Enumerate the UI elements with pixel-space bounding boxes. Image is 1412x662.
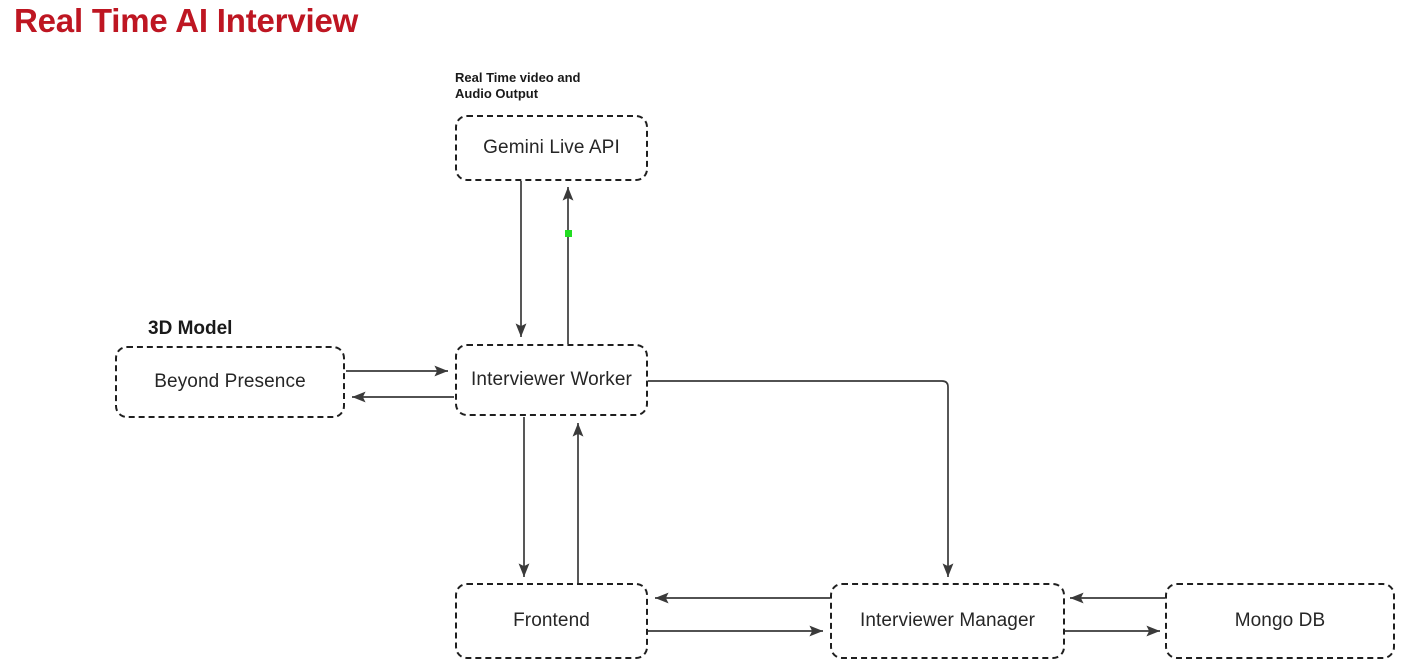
node-frontend[interactable]: Frontend bbox=[455, 583, 648, 659]
node-gemini-live-api[interactable]: Gemini Live API bbox=[455, 115, 648, 181]
green-status-marker bbox=[565, 230, 572, 237]
edge-worker-to-manager bbox=[648, 380, 954, 577]
caption-real-time-video-audio-output: Real Time video and Audio Output bbox=[455, 70, 581, 102]
node-mongo-db[interactable]: Mongo DB bbox=[1165, 583, 1395, 659]
caption-3d-model: 3D Model bbox=[148, 318, 233, 339]
page-title: Real Time AI Interview bbox=[14, 2, 359, 39]
node-beyond-presence[interactable]: Beyond Presence bbox=[115, 346, 345, 418]
node-interviewer-worker[interactable]: Interviewer Worker bbox=[455, 344, 648, 416]
node-interviewer-manager[interactable]: Interviewer Manager bbox=[830, 583, 1065, 659]
